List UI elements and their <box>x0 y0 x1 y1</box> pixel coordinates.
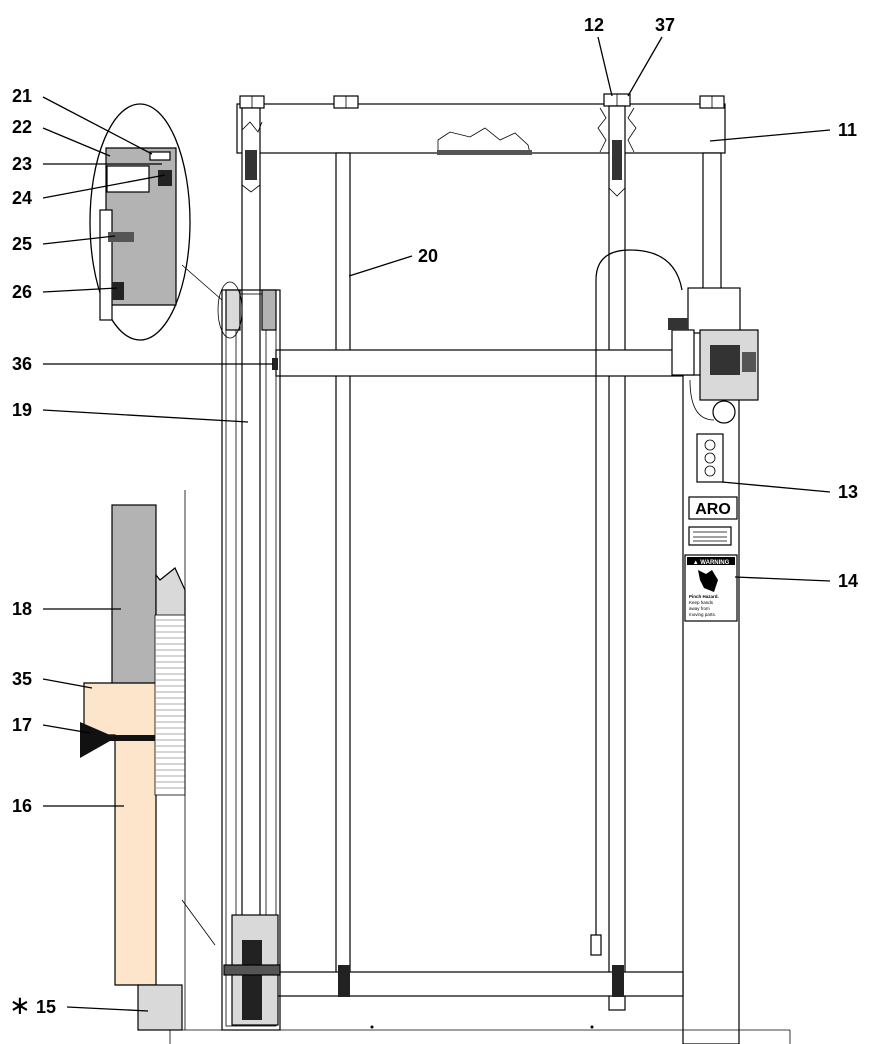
hose-fitting-bottom <box>590 934 602 956</box>
warning-header: ▲ WARNING <box>693 560 730 566</box>
right-tie-rod <box>597 105 637 1011</box>
bottom-stud-right <box>612 965 624 997</box>
callout-17: 17 <box>12 715 32 735</box>
callout-26: 26 <box>12 282 32 302</box>
decal-13-panel <box>696 433 724 483</box>
callout-23: 23 <box>12 154 32 174</box>
slider-screw-36 <box>272 358 278 370</box>
left-rod-thread-top <box>245 150 257 180</box>
slider-top-block <box>261 289 277 331</box>
callout-37: 37 <box>655 15 675 35</box>
middle-crossbar <box>275 349 684 377</box>
callout-14: 14 <box>838 571 858 591</box>
callout-13: 13 <box>838 482 858 502</box>
top-cross-beam <box>236 103 726 154</box>
top-nuts <box>239 93 725 109</box>
regulator <box>671 329 695 376</box>
callout-19: 19 <box>12 400 32 420</box>
detail-part-24 <box>158 170 172 186</box>
right-column <box>682 374 740 1044</box>
threaded-column <box>154 614 186 796</box>
decal-plate <box>688 526 732 546</box>
detail-screw-26 <box>112 282 124 300</box>
callout-20: 20 <box>418 246 438 266</box>
detail-slot <box>99 209 113 321</box>
warning-line-3: moving parts. <box>689 612 716 617</box>
callout-21: 21 <box>12 86 32 106</box>
beam-plate <box>437 150 532 155</box>
threads <box>156 619 185 789</box>
pinch-hazard-icon <box>698 570 718 592</box>
warning-title: Pinch Hazard. <box>689 594 719 599</box>
slider-washer <box>223 964 281 976</box>
warning-line-1: Keep hands <box>689 600 714 605</box>
guide-rod-right <box>702 152 722 294</box>
bottom-stud-left <box>338 965 350 997</box>
callout-24: 24 <box>12 188 32 208</box>
callout-12: 12 <box>584 15 604 35</box>
air-control-assembly <box>590 249 759 956</box>
aro-logo: ARO <box>695 501 731 518</box>
set-screw-17 <box>80 722 155 758</box>
detail-source-ellipse <box>217 281 243 339</box>
detail-part-21 <box>149 151 171 161</box>
callout-16: 16 <box>12 796 32 816</box>
left-tie-rod <box>241 107 263 1009</box>
right-rod-thread-top <box>612 140 622 180</box>
part-35-tan <box>83 682 157 986</box>
motor-body <box>687 287 741 334</box>
callout-18: 18 <box>12 599 32 619</box>
frame <box>169 93 791 1044</box>
guide-rod-left <box>335 152 351 974</box>
part-15-shaft <box>137 984 183 1031</box>
beam-cutaway <box>437 127 531 154</box>
callout-25: 25 <box>12 234 32 254</box>
decals: ARO ▲ WARNING Pinch Hazard. Keep hands a… <box>684 433 738 622</box>
detail-view-bottom <box>80 490 216 1031</box>
gauge <box>712 400 736 424</box>
callout-15: 15 <box>36 997 56 1017</box>
aro-logo-box <box>688 496 738 520</box>
callout-11: 11 <box>838 120 857 140</box>
callout-36: 36 <box>12 354 32 374</box>
slider-assembly <box>221 289 281 1031</box>
slider-rail-outer <box>221 289 281 1031</box>
warning-line-2: away from <box>689 606 710 611</box>
asterisk-mark: ∗ <box>9 990 31 1020</box>
detail-ellipse <box>89 103 191 341</box>
slider-top-block-left <box>225 289 241 331</box>
callouts: 21 22 23 24 25 26 36 19 18 35 17 16 ∗ 15… <box>9 15 858 1020</box>
detail-pin-25 <box>108 232 134 242</box>
callout-22: 22 <box>12 117 32 137</box>
callout-35: 35 <box>12 669 32 689</box>
leader-lines <box>42 36 831 1012</box>
detail-view-top <box>89 103 223 341</box>
